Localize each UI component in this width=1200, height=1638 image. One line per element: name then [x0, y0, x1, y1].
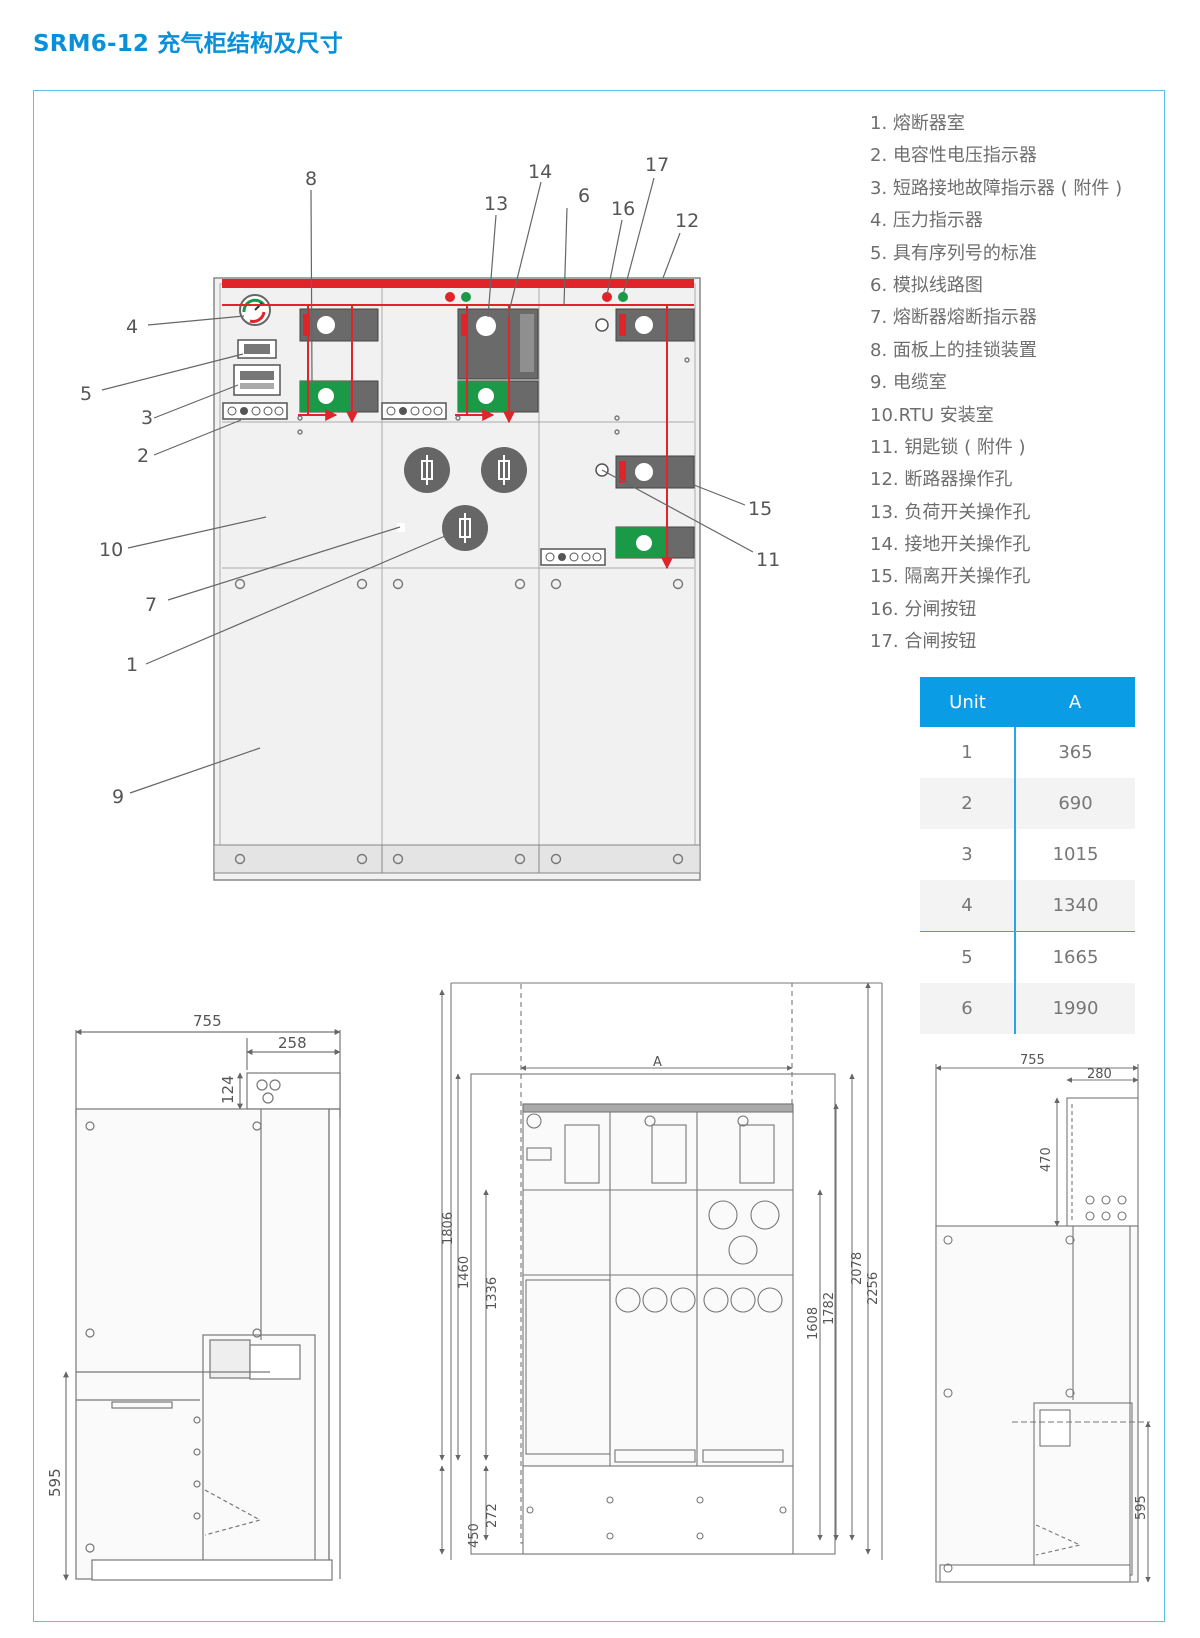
legend-item: 17. 合闸按钮: [870, 631, 977, 653]
top-red-strip: [222, 279, 694, 288]
legend-item: 13. 负荷开关操作孔: [870, 501, 1031, 523]
pressure-gauge-icon: [239, 294, 271, 326]
dim-272: 272: [485, 1503, 500, 1528]
callout-8: 8: [305, 168, 317, 190]
legend-item: 2. 电容性电压指示器: [870, 145, 1037, 167]
table-cell-unit: 1: [920, 727, 1017, 778]
table-cell-a: 365: [1058, 742, 1093, 763]
table-cell-a: 1990: [1015, 983, 1135, 1034]
dim-2078: 2078: [850, 1252, 865, 1285]
fuse-holes: [404, 447, 527, 551]
table-cell-unit: 3: [920, 829, 1017, 880]
dim-595-left: 595: [46, 1468, 64, 1497]
dim-2256: 2256: [866, 1272, 881, 1305]
dim-A: A: [653, 1055, 662, 1070]
table-cell-unit: 4: [920, 880, 1017, 932]
open-button-icon: [602, 292, 612, 302]
callout-3: 3: [141, 407, 153, 429]
callout-9: 9: [112, 786, 124, 808]
legend-item: 7. 熔断器熔断指示器: [870, 307, 1037, 329]
callout-10: 10: [99, 539, 123, 561]
callout-1: 1: [126, 654, 138, 676]
callout-leaders: [101, 177, 754, 794]
left-side-dimensions: 755 258 124 595: [46, 1012, 307, 1497]
legend-item: 14. 接地开关操作孔: [870, 534, 1031, 556]
table-row: 4 1340: [920, 880, 1135, 932]
callout-17: 17: [645, 154, 669, 176]
callout-6: 6: [578, 185, 590, 207]
voltage-indicator: [222, 402, 606, 566]
close-button-icon: [618, 292, 628, 302]
callout-4: 4: [126, 316, 138, 338]
legend-item: 4. 压力指示器: [870, 210, 983, 232]
legend-item: 6. 模拟线路图: [870, 274, 983, 296]
callout-7: 7: [145, 594, 157, 616]
table-row: 6 1990: [920, 983, 1135, 1034]
callout-15: 15: [748, 498, 772, 520]
open-button-icon: [445, 292, 455, 302]
component-legend: 1. 熔断器室 2. 电容性电压指示器 3. 短路接地故障指示器 ( 附件 ) …: [870, 108, 1122, 659]
table-row: 1 365: [920, 727, 1135, 778]
table-header-unit: Unit: [920, 677, 1016, 727]
legend-item: 10.RTU 安装室: [870, 404, 994, 426]
middle-front-view: [439, 982, 883, 1560]
close-button-icon: [461, 292, 471, 302]
callout-14: 14: [528, 161, 552, 183]
left-side-view: [63, 1029, 341, 1581]
dim-1336: 1336: [485, 1277, 500, 1310]
legend-item: 5. 具有序列号的标准: [870, 242, 1037, 264]
right-side-dimensions: 755 280 470 595: [1020, 1053, 1149, 1520]
dim-width-755-right: 755: [1020, 1053, 1045, 1068]
page-title: SRM6-12 充气柜结构及尺寸: [33, 31, 343, 57]
table-cell-a: 1340: [1015, 880, 1135, 932]
legend-item: 16. 分闸按钮: [870, 598, 977, 620]
legend-item: 3. 短路接地故障指示器 ( 附件 ): [870, 177, 1123, 199]
dim-470: 470: [1039, 1147, 1054, 1172]
table-cell-unit: 2: [920, 778, 1017, 829]
table-row: 5 1665: [920, 931, 1135, 983]
table-cell-unit: 5: [920, 931, 1017, 983]
dim-1806: 1806: [441, 1212, 456, 1245]
right-side-view: [935, 1064, 1151, 1583]
dim-1608: 1608: [806, 1307, 821, 1340]
callout-12: 12: [675, 210, 699, 232]
switch-modules: [299, 308, 695, 559]
legend-item: 1. 熔断器室: [870, 113, 965, 134]
dim-258: 258: [278, 1034, 307, 1052]
front-view-cabinet: [213, 277, 701, 881]
table-cell-a: 1015: [1052, 844, 1099, 865]
unit-dimension-table: Unit A 1 365 2 690 3 1015 4 1340 5 1665 …: [920, 677, 1135, 1034]
content-frame: [33, 90, 1165, 1622]
table-header-a: A: [1015, 677, 1135, 727]
dim-width-755: 755: [193, 1012, 222, 1030]
dim-1460: 1460: [457, 1256, 472, 1289]
legend-item: 15. 隔离开关操作孔: [870, 566, 1031, 588]
callout-13: 13: [484, 193, 508, 215]
callout-labels: 1 2 3 4 5 6 7 8 9 10 11 12 13 14 15 16 1…: [80, 154, 780, 808]
dim-595-right: 595: [1134, 1495, 1149, 1520]
dim-124: 124: [219, 1075, 237, 1104]
legend-item: 8. 面板上的挂锁装置: [870, 339, 1037, 361]
dim-450: 450: [467, 1523, 482, 1548]
table-cell-unit: 6: [920, 983, 1017, 1034]
legend-item: 9. 电缆室: [870, 372, 947, 394]
middle-front-dimensions: A 1806 1460 1336 450 272 1608 1782 2078 …: [441, 1055, 881, 1548]
mimic-diagram: [222, 304, 694, 570]
legend-item: 11. 钥匙锁 ( 附件 ): [870, 436, 1026, 458]
callout-11: 11: [756, 549, 780, 571]
legend-item: 12. 断路器操作孔: [870, 469, 1013, 491]
table-cell-a: 1665: [1015, 931, 1135, 983]
callout-2: 2: [137, 445, 149, 467]
dim-1782: 1782: [822, 1292, 837, 1325]
callout-16: 16: [611, 198, 635, 220]
table-cell-a: 690: [1015, 778, 1135, 829]
dim-280: 280: [1087, 1067, 1112, 1082]
fuse-blown-indicator: [397, 523, 405, 532]
callout-5: 5: [80, 383, 92, 405]
table-row: 3 1015: [920, 829, 1135, 880]
table-row: 2 690: [920, 778, 1135, 829]
